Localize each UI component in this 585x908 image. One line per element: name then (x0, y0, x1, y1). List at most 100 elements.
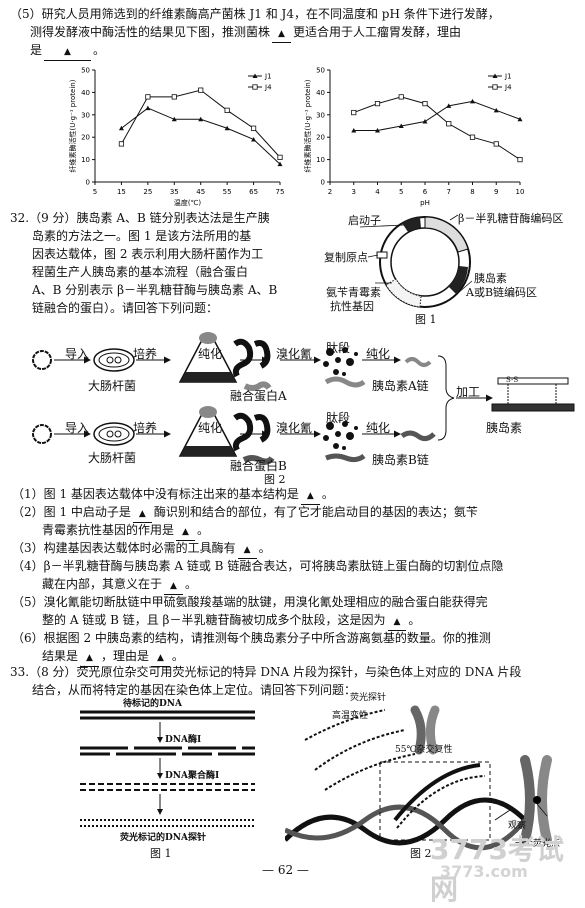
label-chain-a: 胰岛素A链 (372, 379, 429, 393)
insulin-coding-region (448, 266, 468, 294)
insulin-molecule-icon (491, 377, 575, 412)
x-tick-label: 3 (352, 188, 356, 196)
point-J1 (422, 119, 428, 124)
q5-line1: （5）研究人员用筛选到的纤维素酶高产菌株 J1 和 J4，在不同温度和 pH 条… (10, 7, 500, 21)
label-purify-b2: 纯化 (366, 421, 391, 435)
label-fusion-a: 融合蛋白A (230, 389, 287, 403)
legend-marker-J4 (492, 84, 498, 90)
question-text: 。 (171, 649, 184, 663)
x-tick-label: 15 (117, 188, 126, 196)
answer-blank: ▲ (176, 522, 195, 541)
probe-labeling-figure (80, 710, 255, 827)
point-J1 (145, 105, 151, 111)
point-J1 (470, 98, 475, 104)
question-text: 。 (258, 541, 271, 555)
label-probe-dna: 荧光标记的DNA探针 (120, 833, 207, 843)
q32-intro-line: A、B 分别表示 β－半乳糖苷酶与胰岛素 A、B (32, 283, 278, 297)
watermark-url: 3773.com (440, 862, 528, 881)
question-text: 藏在内部，其意义在于 (42, 577, 163, 591)
fig1-caption: 图 1 (415, 313, 437, 326)
point-J1 (118, 125, 124, 131)
point-J4 (145, 94, 151, 100)
x-axis-label: pH (420, 199, 430, 207)
x-tick-label: 5 (399, 188, 403, 196)
point-J4 (351, 109, 357, 116)
y-tick-label: 40 (316, 89, 325, 97)
series-line-J4 (120, 89, 281, 158)
point-J4 (469, 134, 476, 140)
label-peptide-a: 肽段 (326, 341, 351, 355)
label-dnase: DNA酶Ⅰ (165, 735, 202, 745)
y-axis-label: 纤维素酶活性(U·g⁻¹ protein) (68, 79, 77, 172)
label-ecoli-b: 大肠杆菌 (88, 451, 137, 465)
label-import-a: 导入 (65, 347, 90, 361)
answer-blank: ▲ (132, 504, 152, 523)
x-tick-label: 6 (423, 188, 428, 196)
point-J1 (375, 127, 380, 133)
legend-marker-J4 (252, 84, 258, 90)
answer-blank: ▲ (164, 576, 183, 595)
label-fusion-b: 融合蛋白B (230, 459, 287, 473)
q32-question-line: （3）构建基因表达载体时必需的工具酶有▲。 (12, 540, 271, 559)
zoom-box (379, 761, 491, 841)
x-tick-label: 75 (276, 188, 285, 196)
label-purify-a: 纯化 (198, 347, 223, 361)
q32-question-line: （6）根据图 2 中胰岛素的结构，请推测每个胰岛素分子中所含游离氨基的数量。你的… (12, 630, 491, 646)
peptide-fragments-icon (323, 347, 358, 376)
point-J4 (517, 157, 523, 163)
x-tick-label: 55 (223, 188, 232, 196)
chromosome-icon (410, 705, 440, 755)
q5-line2: 测得发酵液中酶活性的结果见下图，推测菌株▲更适合用于人工瘤胃发酵，理由 (30, 24, 461, 43)
label-dna-to-label: 待标记的DNA (123, 699, 183, 709)
label-hybrid: 55℃杂交复性 (395, 745, 453, 755)
point-J4 (198, 87, 204, 93)
answer-blank: ▲ (80, 648, 99, 667)
x-tick-label: 45 (196, 188, 205, 196)
label-insulin-2: A或B链编码区 (466, 286, 538, 299)
fish-figure (285, 705, 552, 851)
question-text: （1）图 1 基因表达载体中没有标注出来的基本结构是 (12, 487, 299, 501)
question-text: （6）根据图 2 中胰岛素的结构，请推测每个胰岛素分子中所含游离氨基的数量。你的… (12, 631, 491, 645)
y-tick-label: 10 (81, 156, 90, 164)
question-text: ，理由是 (100, 649, 149, 663)
legend-label: J1 (264, 73, 272, 81)
fig1-caption-q33: 图 1 (150, 847, 172, 860)
y-tick-label: 10 (316, 156, 325, 164)
q32-question-line: 结果是▲，理由是▲。 (42, 648, 184, 667)
y-tick-label: 50 (81, 67, 90, 75)
label-ecoli-a: 大肠杆菌 (88, 379, 137, 393)
y-tick-label: 40 (81, 89, 90, 97)
y-tick-label: 30 (81, 111, 90, 119)
q33-line2: 结合，从而将特定的基因在染色体上定位。请回答下列问题： (32, 683, 357, 697)
x-tick-label: 5 (93, 188, 97, 196)
point-J1 (277, 161, 283, 167)
q33-line1: 33.（8 分）荧光原位杂交可用荧光标记的特异 DNA 片段为探针，与染色体上对… (10, 665, 522, 679)
plasmid-figure (359, 214, 473, 308)
point-J1 (171, 116, 177, 122)
legend-label: J4 (264, 84, 272, 92)
x-tick-label: 8 (470, 188, 474, 196)
legend-label: J1 (504, 73, 512, 81)
y-tick-label: 0 (321, 179, 325, 187)
answer-blank: ▲ (237, 540, 257, 559)
question-text: 整的 A 链或 B 链，且 β－半乳糖苷酶被切成多个肽段，这是因为 (42, 613, 386, 627)
x-tick-label: 10 (516, 188, 525, 196)
x-axis-label: 温度(℃) (174, 198, 202, 207)
q5-answer-blank-1: ▲ (272, 24, 291, 43)
answer-blank: ▲ (300, 486, 320, 505)
answer-blank: ▲ (150, 648, 170, 667)
point-J4 (398, 94, 404, 100)
q32-intro-line: 链融合的蛋白）。请回答下列问题： (32, 301, 219, 315)
label-polymerase: DNA聚合酶Ⅰ (165, 771, 220, 781)
fig2-caption: 图 2 (264, 473, 286, 486)
chromosome-spot-icon (520, 755, 552, 845)
q32-question-line: （2）图 1 中启动子是▲酶识别和结合的部位，有了它才能启动目的基因的表达；氨苄 (12, 504, 478, 523)
question-text: （3）构建基因表达载体时必需的工具酶有 (12, 541, 236, 555)
point-J4 (224, 107, 230, 113)
q5-line3: 是▲。 (30, 42, 105, 61)
question-text: 。 (196, 523, 209, 537)
point-J4 (422, 101, 428, 107)
label-purify-a2: 纯化 (366, 347, 391, 361)
probe-strand (304, 709, 386, 741)
